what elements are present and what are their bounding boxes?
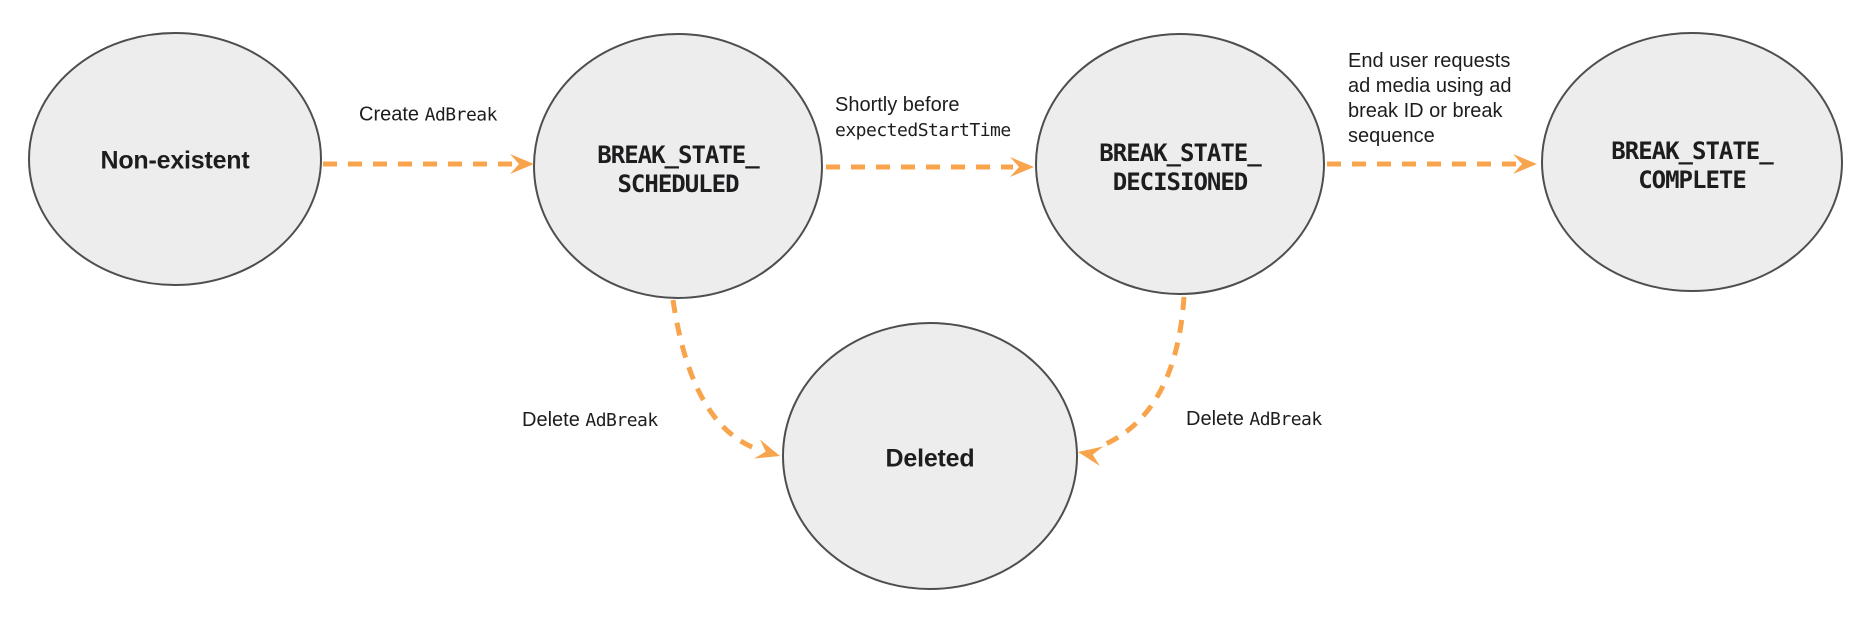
edge-label-shortly-before: Shortly before expectedStartTime bbox=[835, 92, 1011, 144]
edge-label-delete-adbreak-left: Delete AdBreak bbox=[522, 407, 658, 434]
edge-label-text: sequence bbox=[1348, 125, 1435, 147]
edge-label-text: break ID or break bbox=[1348, 100, 1503, 122]
node-ellipse-non-existent bbox=[28, 32, 322, 286]
edge-label-text: End user requests bbox=[1348, 50, 1511, 72]
edge-label-create-adbreak: Create AdBreak bbox=[359, 102, 497, 129]
node-label-line: BREAK_STATE_ bbox=[597, 141, 759, 169]
edge-label-text: Delete bbox=[1186, 408, 1250, 430]
node-label-break-state-decisioned: BREAK_STATE_ DECISIONED bbox=[1099, 139, 1261, 197]
arrowhead-delete-adbreak-right-icon bbox=[1078, 446, 1104, 467]
node-label-line: BREAK_STATE_ bbox=[1611, 137, 1773, 165]
node-label-line: SCHEDULED bbox=[617, 170, 739, 198]
edge-label-code: AdBreak bbox=[585, 410, 658, 431]
edge-label-end-user-requests: End user requests ad media using ad brea… bbox=[1348, 49, 1511, 149]
edge-label-code: AdBreak bbox=[424, 104, 498, 126]
node-label-line: BREAK_STATE_ bbox=[1099, 139, 1261, 167]
edge-label-text: Delete bbox=[522, 409, 586, 431]
node-label-line: DECISIONED bbox=[1112, 168, 1249, 196]
node-label-break-state-complete: BREAK_STATE_ COMPLETE bbox=[1611, 137, 1773, 195]
node-label-break-state-scheduled: BREAK_STATE_ SCHEDULED bbox=[597, 141, 759, 199]
arrow-delete-adbreak-left bbox=[670, 299, 761, 453]
node-ellipse-break-state-scheduled bbox=[533, 33, 823, 299]
node-ellipse-break-state-complete bbox=[1541, 32, 1843, 292]
node-label-line: COMPLETE bbox=[1638, 166, 1747, 194]
node-ellipse-break-state-decisioned bbox=[1035, 33, 1325, 295]
edge-label-text: Shortly before bbox=[835, 94, 960, 116]
arrowhead-shortly-before-icon bbox=[1010, 157, 1034, 177]
arrowhead-create-adbreak-icon bbox=[510, 154, 534, 174]
edge-label-delete-adbreak-right: Delete AdBreak bbox=[1186, 406, 1322, 433]
node-ellipse-deleted bbox=[782, 322, 1078, 590]
arrowhead-delete-adbreak-left-icon bbox=[754, 439, 780, 459]
edge-label-text: Create bbox=[359, 103, 425, 126]
arrowhead-end-user-requests-icon bbox=[1513, 154, 1537, 174]
edge-label-text: ad media using ad bbox=[1348, 75, 1512, 97]
arrow-delete-adbreak-right bbox=[1098, 296, 1187, 450]
node-label-deleted: Deleted bbox=[885, 444, 975, 473]
edge-label-code: AdBreak bbox=[1249, 409, 1322, 430]
node-label-non-existent: Non-existent bbox=[100, 146, 250, 175]
edge-label-code: expectedStartTime bbox=[835, 120, 1011, 141]
